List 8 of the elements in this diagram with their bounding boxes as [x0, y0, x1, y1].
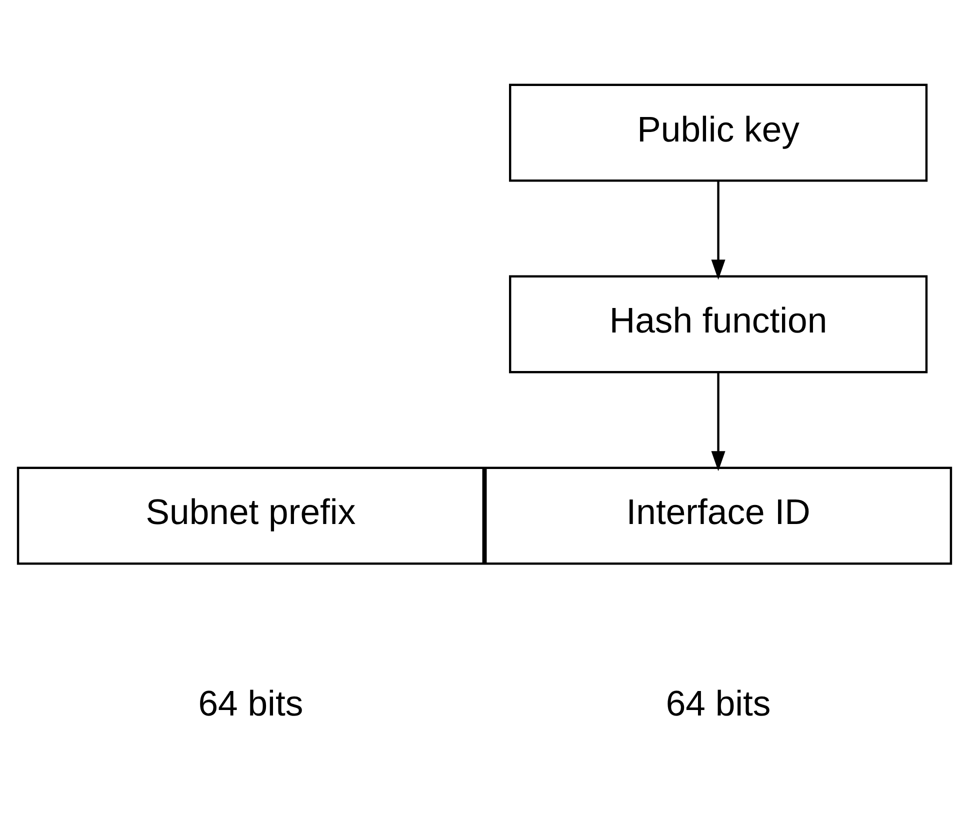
node-box: Public key: [508, 84, 928, 182]
node-box: Subnet prefix: [16, 466, 484, 565]
arrow: [710, 372, 725, 472]
label: 64 bits: [665, 684, 770, 724]
node-box: Interface ID: [484, 466, 952, 565]
arrow: [710, 181, 725, 280]
label: 64 bits: [198, 684, 303, 724]
node-box: Hash function: [508, 275, 928, 374]
